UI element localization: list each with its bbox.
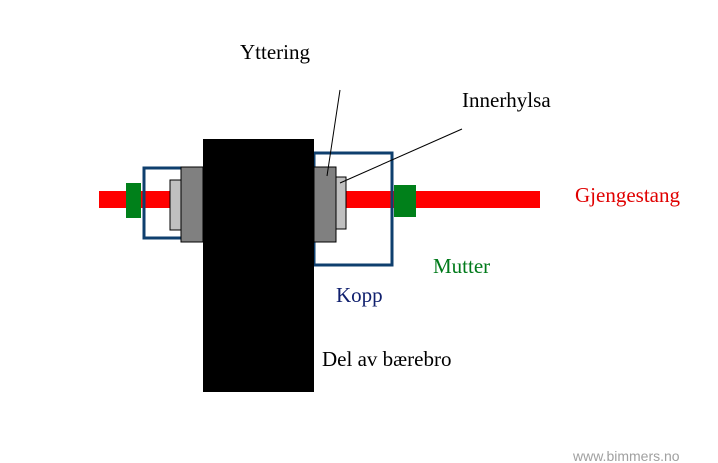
gjengestang-label: Gjengestang xyxy=(575,183,680,207)
bracket-block xyxy=(203,139,314,392)
mutter-label: Mutter xyxy=(433,254,491,278)
innerhylsa-leader-line xyxy=(339,128,463,184)
left-inner-sleeve xyxy=(169,179,183,231)
right-nut xyxy=(394,185,416,217)
yttering-label: Yttering xyxy=(240,40,310,64)
yttering-leader-line xyxy=(326,89,341,177)
right-outer-ring xyxy=(313,166,337,243)
kopp-label: Kopp xyxy=(336,283,383,307)
bracket-label: Del av bærebro xyxy=(322,347,452,371)
innerhylsa-label: Innerhylsa xyxy=(462,88,551,112)
watermark: www.bimmers.no xyxy=(573,448,680,463)
left-nut xyxy=(126,183,141,218)
left-outer-ring xyxy=(180,166,204,243)
